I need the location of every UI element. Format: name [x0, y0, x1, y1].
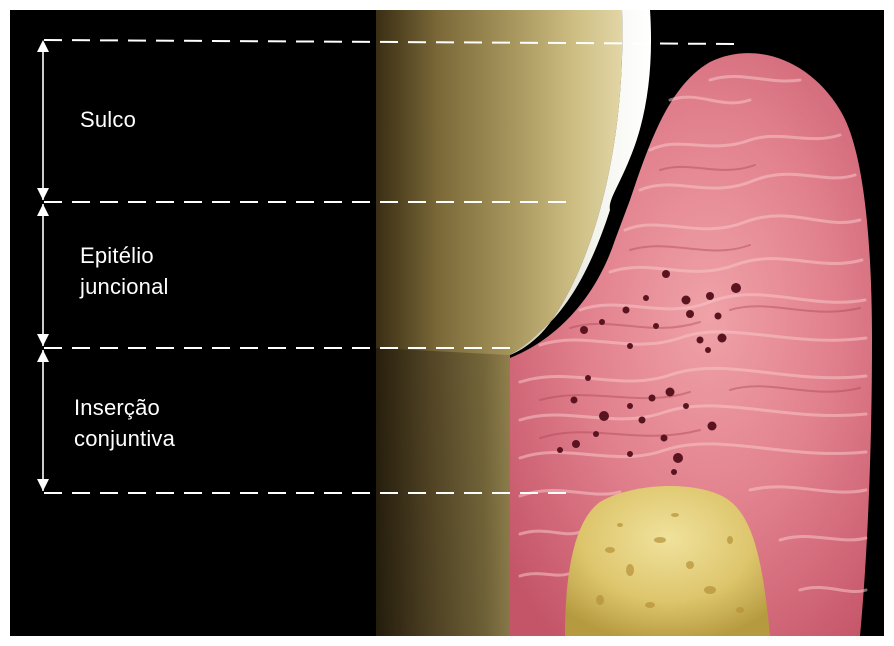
- label-insercao-line2: conjuntiva: [74, 423, 175, 454]
- label-insercao-line1: Inserção: [74, 392, 175, 423]
- diagram-illustration: [10, 10, 884, 636]
- label-insercao-conjuntiva: Inserção conjuntiva: [74, 392, 175, 454]
- label-epitelio-line1: Epitélio: [80, 240, 169, 271]
- label-sulco: Sulco: [80, 104, 136, 135]
- dimension-arrows: [37, 40, 49, 491]
- label-sulco-text: Sulco: [80, 104, 136, 135]
- periodontal-diagram: Sulco Epitélio juncional Inserção conjun…: [10, 10, 884, 636]
- label-epitelio-line2: juncional: [80, 271, 169, 302]
- label-epitelio-juncional: Epitélio juncional: [80, 240, 169, 302]
